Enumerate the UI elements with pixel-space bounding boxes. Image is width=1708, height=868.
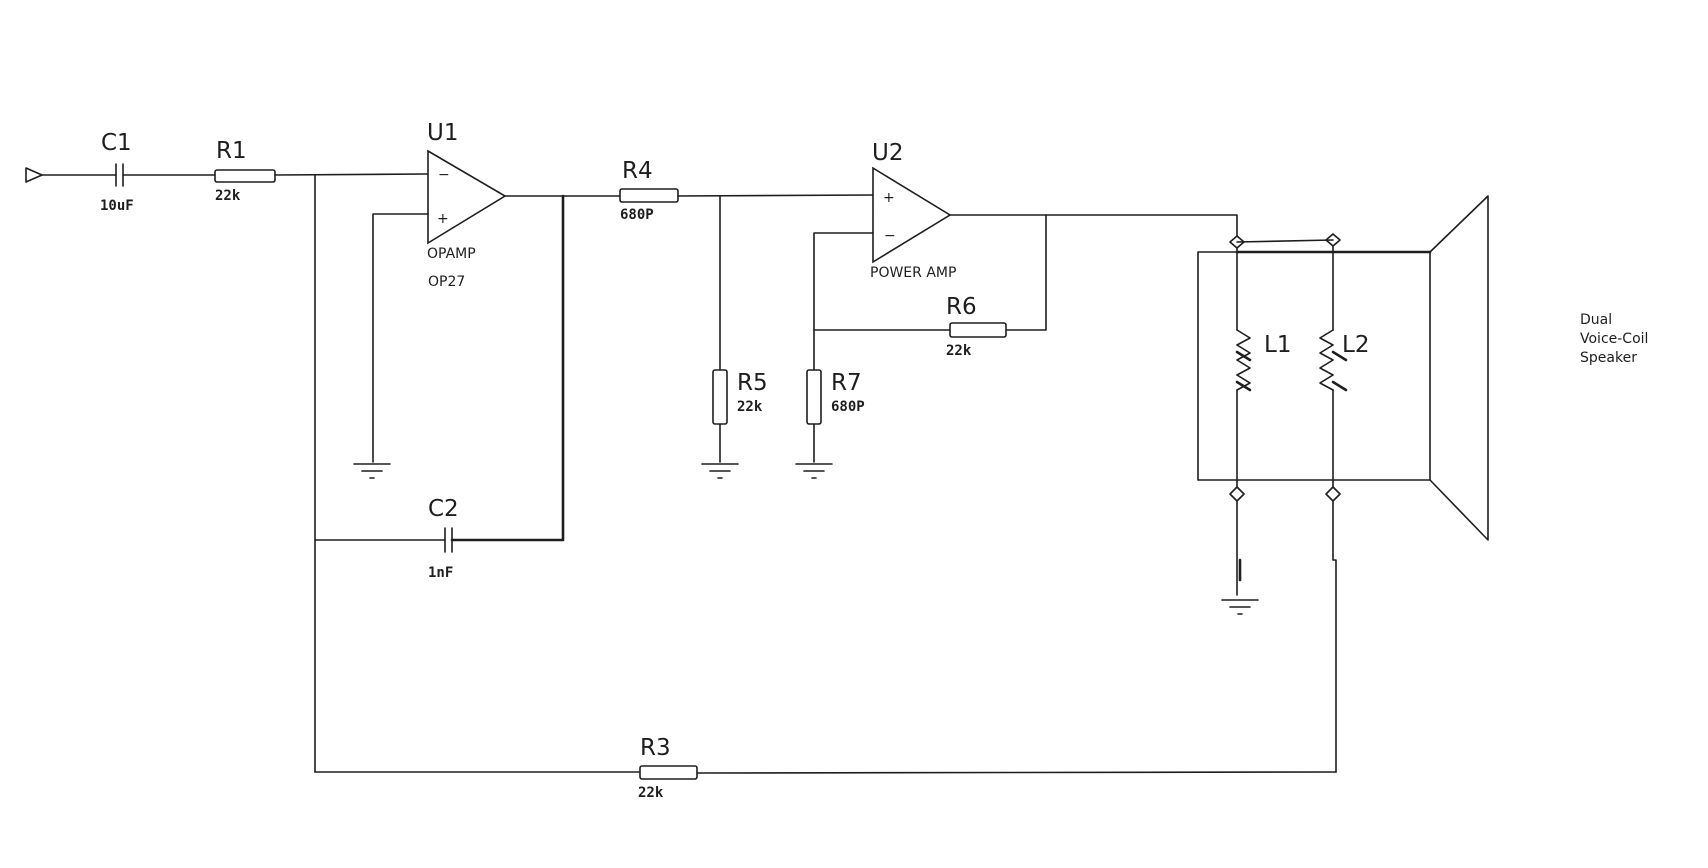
wire-r4-u2 [677, 194, 874, 197]
resistor-r4: R4 680P [619, 158, 679, 223]
r5-value: 22k [737, 399, 763, 415]
c2-value: 1nF [428, 565, 453, 581]
r7-value: 680P [831, 399, 865, 415]
r4-ref: R4 [622, 158, 653, 184]
inductor-l1: L1 [1235, 247, 1291, 488]
ground-u1 [353, 463, 391, 479]
r6-value: 22k [946, 343, 972, 359]
u2-plus-pin: + [883, 190, 895, 206]
resistor-r3: R3 22k [638, 735, 698, 801]
inductor-l2: L2 [1319, 245, 1369, 488]
resistor-r6: R6 22k [946, 294, 1007, 359]
r7-ref: R7 [831, 370, 862, 396]
r3-ref: R3 [640, 735, 671, 761]
r6-ref: R6 [946, 294, 977, 320]
r3-value: 22k [638, 785, 664, 801]
wire-u2-minus [813, 232, 874, 463]
speaker-label-line-1: Dual [1580, 312, 1612, 328]
c1-value: 10uF [100, 198, 134, 214]
dual-voice-coil-speaker [1197, 195, 1489, 541]
c2-ref: C2 [428, 496, 459, 522]
r5-ref: R5 [737, 370, 768, 396]
u1-plus-pin: + [437, 211, 449, 227]
wire-u2-out [949, 214, 1238, 237]
resistor-r5: R5 22k [712, 369, 768, 425]
wire-l2-feedback [1332, 500, 1337, 773]
input-terminal [25, 167, 117, 183]
u1-minus-pin: − [438, 167, 450, 183]
speaker-terminals [1229, 233, 1341, 502]
u2-type: POWER AMP [870, 265, 956, 281]
u1-part: OP27 [428, 274, 465, 290]
u2-minus-pin: − [884, 228, 896, 244]
ground-r5 [701, 463, 739, 479]
capacitor-c2: C2 1nF [428, 496, 459, 581]
wire-u1-plus-ground [372, 213, 429, 463]
l1-ref: L1 [1264, 332, 1291, 358]
u2-ref: U2 [872, 140, 903, 166]
r4-value: 680P [620, 207, 654, 223]
speaker-label-line-3: Speaker [1580, 350, 1637, 366]
capacitor-c1: C1 10uF [100, 130, 134, 214]
l2-ref: L2 [1342, 332, 1369, 358]
ground-r7 [795, 463, 833, 479]
wire-r3-right [696, 771, 1337, 774]
wire-r6-right [1005, 214, 1047, 331]
speaker-label-line-2: Voice-Coil [1580, 331, 1648, 347]
wire-u1-out-c2 [450, 194, 565, 542]
resistor-r1: R1 22k [214, 138, 276, 204]
r1-ref: R1 [216, 138, 247, 164]
poweramp-u2: + − U2 POWER AMP [870, 140, 956, 281]
u1-ref: U1 [427, 120, 458, 146]
c1-ref: C1 [101, 130, 132, 156]
opamp-u1: − + U1 OPAMP OP27 [427, 120, 507, 290]
speaker-label: Dual Voice-Coil Speaker [1580, 312, 1648, 366]
u1-type: OPAMP [427, 246, 476, 262]
r1-value: 22k [215, 188, 241, 204]
wire-r1-u1 [274, 173, 428, 176]
resistor-r7: R7 680P [806, 369, 865, 425]
ground-speaker [1221, 558, 1259, 615]
